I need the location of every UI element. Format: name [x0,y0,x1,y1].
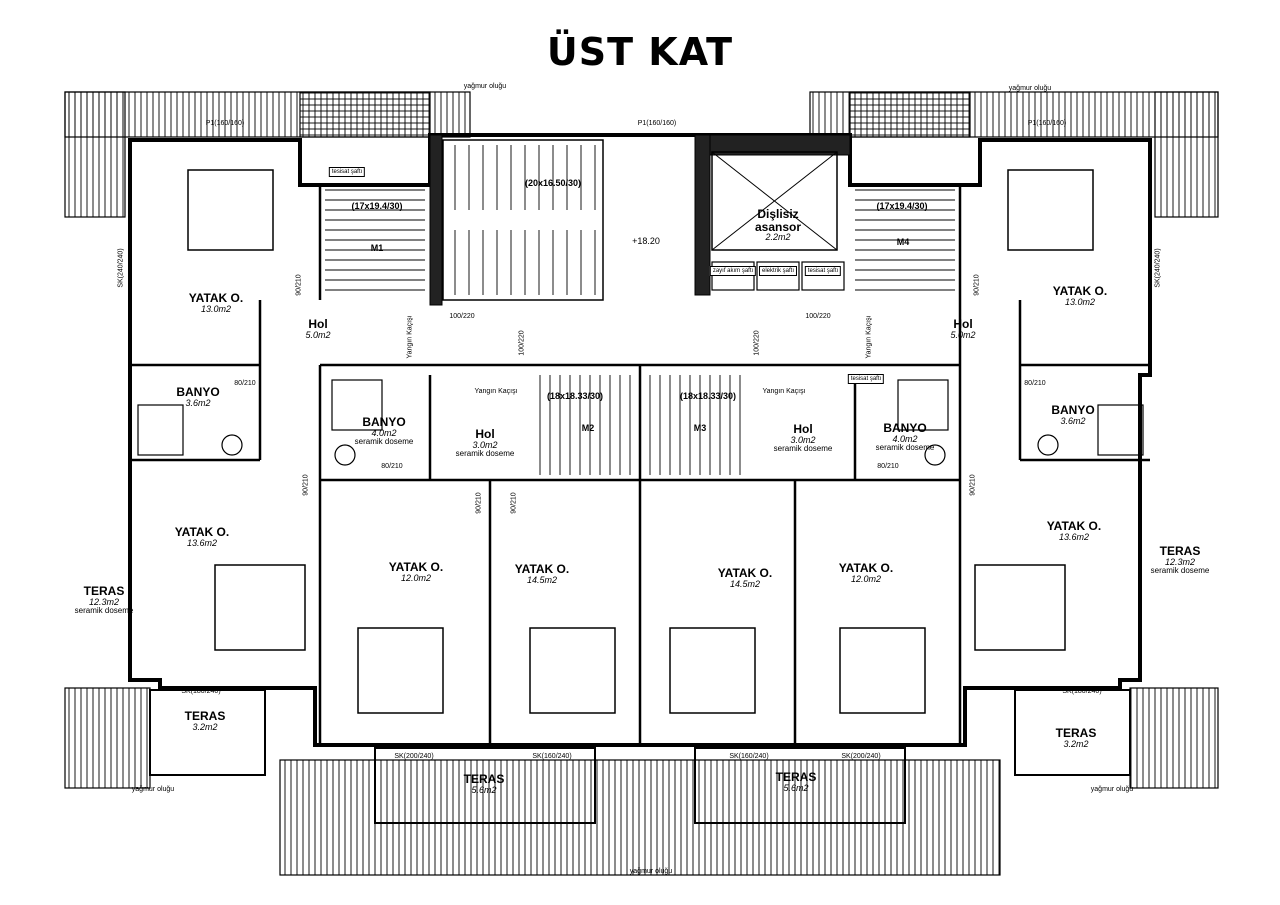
shaft-label: tesisat şaftı [328,167,366,177]
room-label: YATAK O.13.6m2 [174,525,230,548]
rain-gutter-label: yağmur oluğu [463,83,507,90]
sliding-door-label: SK(240/240) [117,248,125,288]
door-label: 100/220 [753,330,761,356]
shaft-label: elektrik şaftı [758,266,798,276]
sliding-door-label: SK(200/240) [841,753,881,760]
room-label: YATAK O.14.5m2 [717,566,773,589]
sliding-door-label: SK(200/240) [394,753,434,760]
sliding-door-label: SK(160/240) [729,753,769,760]
interior-walls [128,185,1150,745]
sliding-door-label: SK(180/240) [1062,688,1102,695]
door-label: 90/210 [969,474,977,496]
door-label: 80/210 [234,380,256,387]
fire-escape-label: Yangın Kaçışı [406,315,414,359]
stair-treads [325,145,955,475]
shaft-label: tesisat şaftı [804,266,842,276]
door-label: 90/210 [295,274,303,296]
door-label: 90/210 [475,492,483,514]
door-label: 90/210 [510,492,518,514]
door-label: 100/220 [518,330,526,356]
door-label: 80/210 [1024,380,1046,387]
sliding-door-label: SK(160/240) [532,753,572,760]
floor-title: ÜST KAT [546,30,734,74]
stair-dimension: (18x18.33/30) [679,391,737,401]
stair-code: M3 [693,423,707,433]
door-label: 100/220 [449,313,475,320]
stair-dimension: (20x16.50/30) [524,178,582,188]
door-label: 80/210 [381,463,403,470]
room-label: YATAK O.13.0m2 [188,291,244,314]
fire-escape-label: Yangın Kaçışı [865,315,873,359]
stair-code: M1 [370,243,384,253]
door-label: 90/210 [302,474,310,496]
fire-escape-label: Yangın Kaçışı [474,388,518,395]
rain-gutter-label: yağmur oluğu [1008,85,1052,92]
sliding-door-label: SK(180/240) [181,688,221,695]
stair-code: M2 [581,423,595,433]
bath-fixtures [137,379,1144,466]
room-label: YATAK O.14.5m2 [514,562,570,585]
window-label: P1(160/160) [637,120,677,127]
rain-gutter-label: yağmur oluğu [131,786,175,793]
room-label: YATAK O.13.6m2 [1046,519,1102,542]
shaft-label: tesisat şaftı [847,374,885,384]
shaft-label: zayıf akım şaftı [709,266,757,276]
room-label: YATAK O.13.0m2 [1052,284,1108,307]
rain-gutter-label: yağmur oluğu [1090,786,1134,793]
stair-dimension: (17x19.4/30) [351,201,403,211]
window-label: P1(160/160) [1027,120,1067,127]
stair-dimension: (18x18.33/30) [546,391,604,401]
sliding-door-label: SK(240/240) [1154,248,1162,288]
stair-dimension: (17x19.4/30) [876,201,928,211]
core [429,134,851,306]
fire-escape-label: Yangın Kaçışı [762,388,806,395]
window-label: P1(160/160) [205,120,245,127]
door-label: 100/220 [805,313,831,320]
stair-code: M4 [896,237,910,247]
room-label: YATAK O.12.0m2 [838,561,894,584]
terraces [149,689,1131,824]
room-label: YATAK O.12.0m2 [388,560,444,583]
elevation-mark: +18.20 [632,236,660,246]
door-label: 80/210 [877,463,899,470]
roof-eaves [64,91,1219,876]
rain-gutter-label: yağmur oluğu [629,868,673,875]
beds [187,169,1094,714]
door-label: 90/210 [973,274,981,296]
